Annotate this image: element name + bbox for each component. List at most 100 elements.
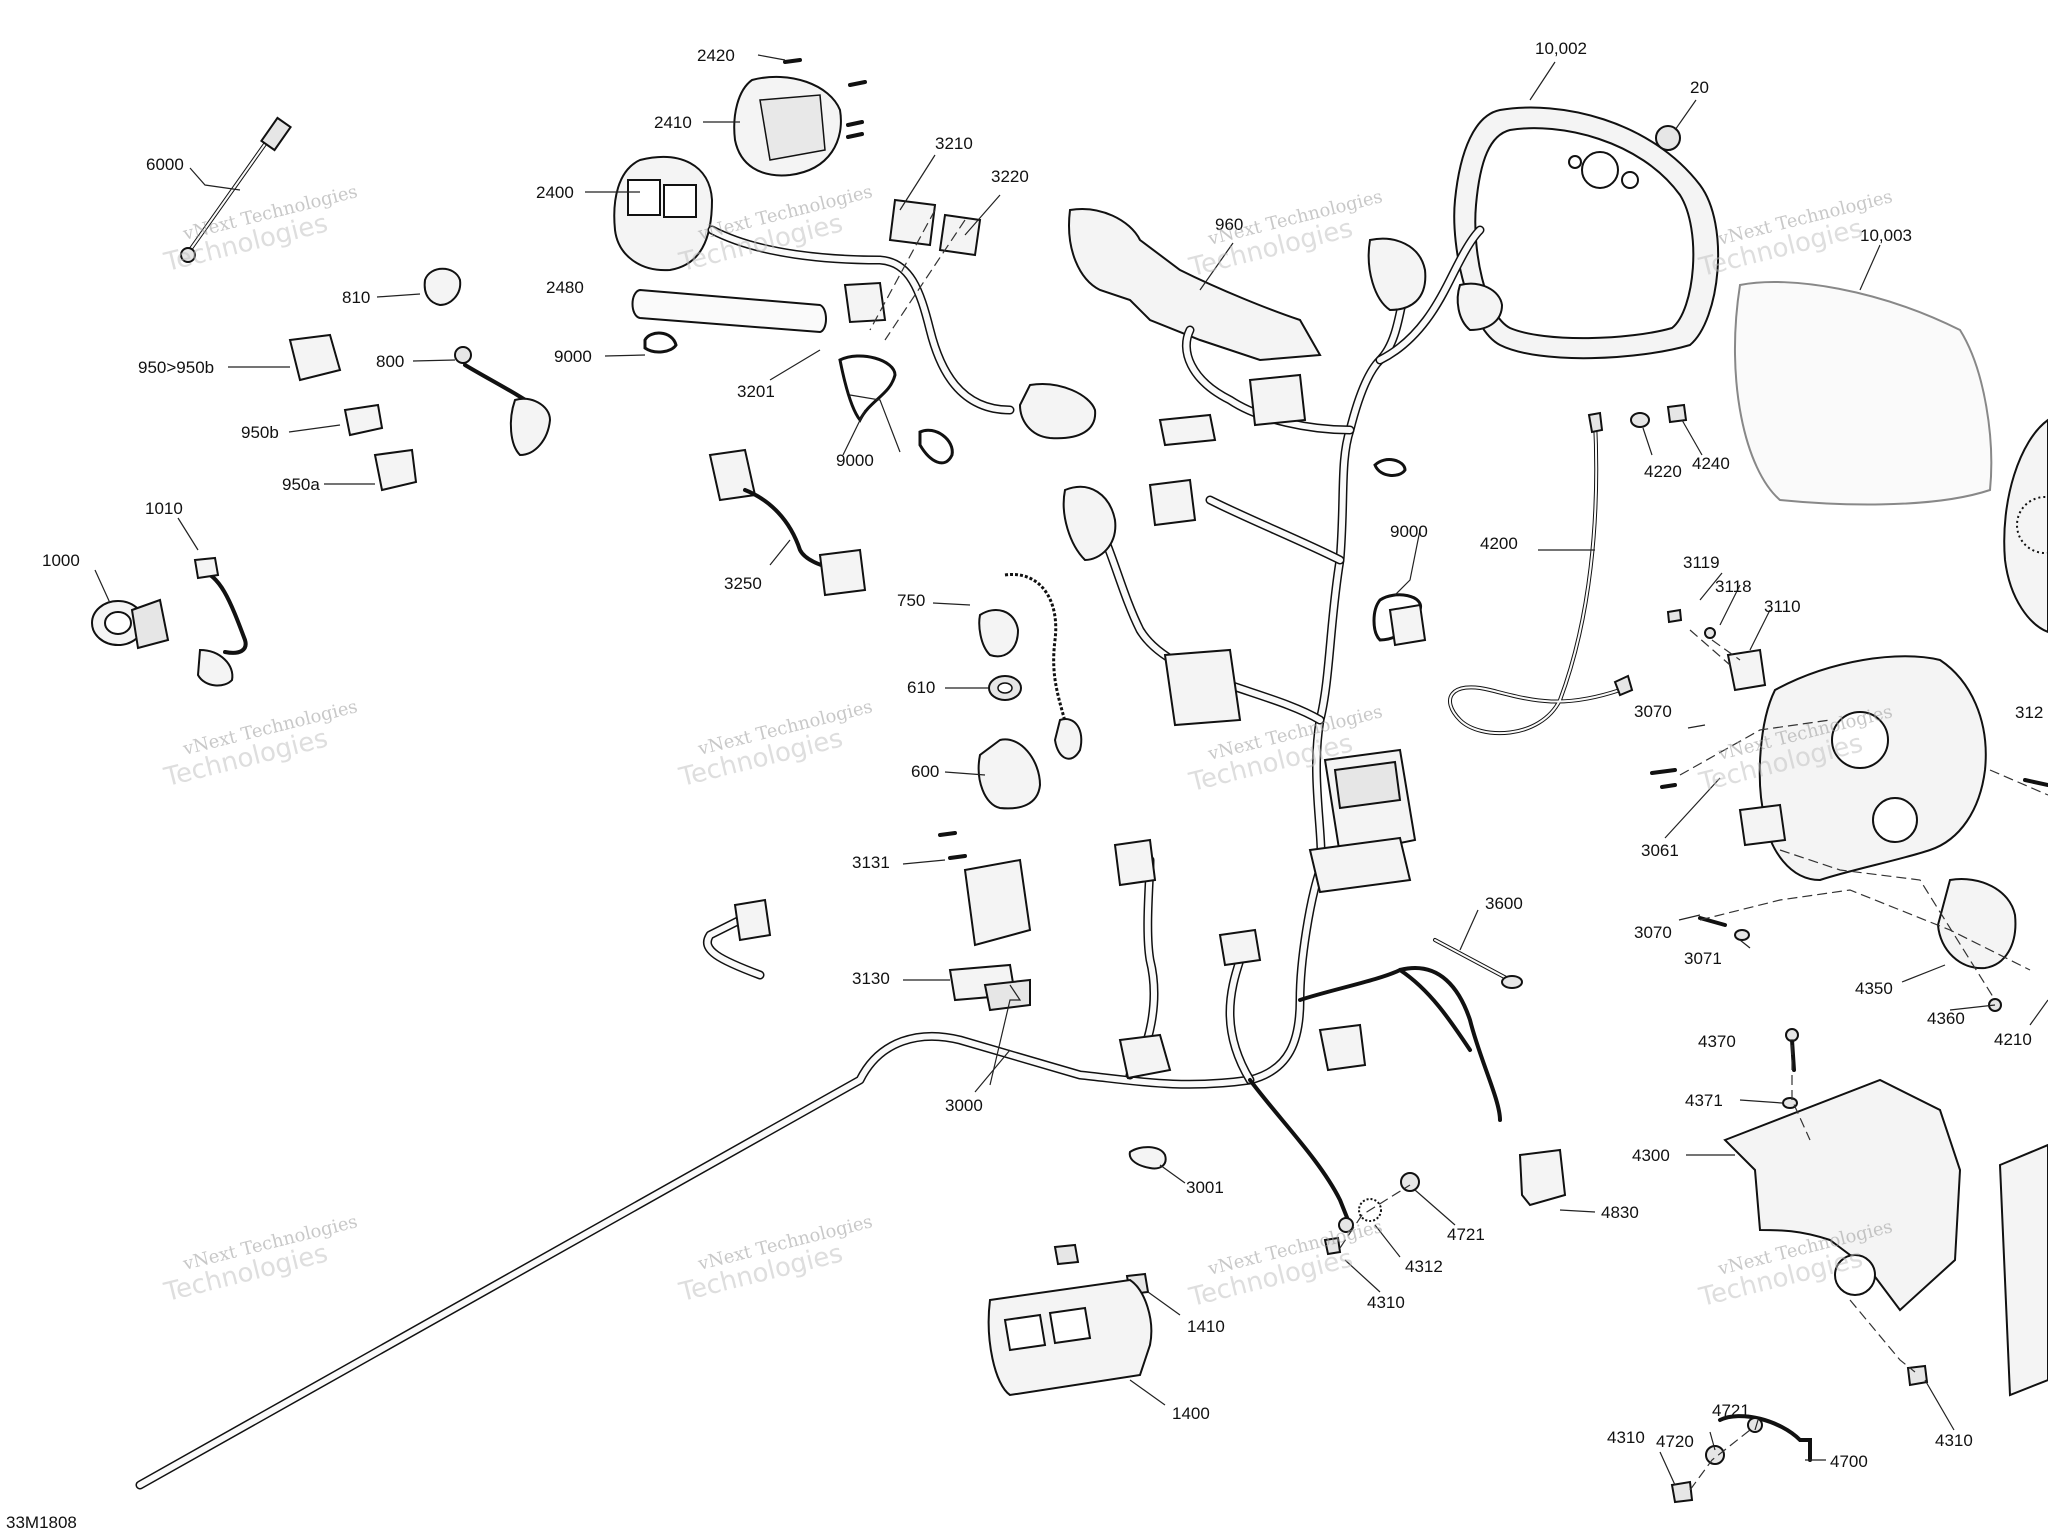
socket-harness-part [193,556,248,687]
callout-3220: 3220 [991,167,1029,186]
callout-2410: 2410 [654,113,692,132]
callout-10003: 10,003 [1860,226,1912,245]
callout-4721-b: 4721 [1712,1401,1750,1420]
watermark-10: vNext Technologies Technologies [675,1211,874,1308]
callout-312: 312 [2015,703,2043,722]
callout-3070-b: 3070 [1634,923,1672,942]
callout-4700: 4700 [1830,1452,1868,1471]
callout-950a: 950a [282,475,320,494]
callout-3600: 3600 [1485,894,1523,913]
callout-950b: 950b [241,423,279,442]
mounting-bracket-part [1068,208,1322,362]
callout-810: 810 [342,288,370,307]
callout-4220: 4220 [1644,462,1682,481]
callout-4360: 4360 [1927,1009,1965,1028]
sensor-rod-part [1433,938,1523,989]
callout-3118: 3118 [1715,577,1752,596]
watermark-1: vNext Technologies Technologies [160,181,359,278]
callout-3250: 3250 [724,574,762,593]
watermark-5: vNext Technologies Technologies [160,696,359,793]
ring-part [988,675,1022,701]
cap-part [1655,125,1681,151]
callout-2480: 2480 [546,278,584,297]
callout-3201: 3201 [737,382,775,401]
power-socket-part [91,598,170,650]
callout-4350: 4350 [1855,979,1893,998]
callout-3000: 3000 [945,1096,983,1115]
callout-4312: 4312 [1405,1257,1443,1276]
callout-1410: 1410 [1187,1317,1225,1336]
screw-set-part [938,831,967,860]
fastener-part [1323,1172,1420,1256]
callout-10002: 10,002 [1535,39,1587,58]
gauge-lens-part [1734,281,1993,506]
callout-20: 20 [1690,78,1709,97]
mounting-plate-part [1723,1028,2048,1397]
callout-4240: 4240 [1692,454,1730,473]
callout-4720: 4720 [1656,1432,1694,1451]
callout-960: 960 [1215,215,1243,234]
sensor-probe-part [180,116,292,263]
bolt-set-part [1650,768,2048,941]
control-module-part [987,1278,1153,1397]
callout-3061: 3061 [1641,841,1679,860]
callout-4200: 4200 [1480,534,1518,553]
callout-1400: 1400 [1172,1404,1210,1423]
callout-2420: 2420 [697,46,735,65]
fuse-box-part [1308,748,1417,894]
callout-4721-a: 4721 [1447,1225,1485,1244]
watermark-3: vNext Technologies Technologies [1185,186,1384,283]
harness-connector-part [708,448,867,597]
assembly-lines [869,209,2048,1491]
harness-connector-part [454,346,552,457]
tether-switch-part [977,738,1042,810]
sensor-module-part [1666,608,1767,692]
callout-800: 800 [376,352,404,371]
tether-lanyard-part [978,572,1083,760]
callout-9000-c: 9000 [1390,522,1428,541]
callout-3110: 3110 [1764,597,1801,616]
main-wiring-harness-part [135,225,1502,1490]
leader-lines [94,54,2048,1486]
harness-connectors-part [733,237,1504,1080]
callout-3130: 3130 [852,969,890,988]
callout-750: 750 [897,591,925,610]
relay-part [888,198,982,257]
gauge-edge-part [2003,418,2048,634]
callout-4830: 4830 [1601,1203,1639,1222]
callout-4210: 4210 [1994,1030,2032,1049]
callout-labels: 2420 2410 2400 6000 810 2480 9000 950>95… [6,39,2043,1532]
callout-610: 610 [907,678,935,697]
callout-4370: 4370 [1698,1032,1736,1051]
watermark-6: vNext Technologies Technologies [675,696,874,793]
watermark-9: vNext Technologies Technologies [160,1211,359,1308]
callout-3210: 3210 [935,134,973,153]
cable-tie-part [643,331,1422,642]
terminal-boot-part [1518,1148,1567,1207]
callout-4300: 4300 [1632,1146,1670,1165]
callout-2400: 2400 [536,183,574,202]
callout-3071: 3071 [1684,949,1722,968]
callout-9000-b: 9000 [836,451,874,470]
callout-1010: 1010 [145,499,183,518]
switch-harness-part [707,225,1097,440]
callout-4310-a: 4310 [1367,1293,1405,1312]
gauge-bracket-part [1738,655,1987,882]
callout-3070-a: 3070 [1634,702,1672,721]
callout-6000: 6000 [146,155,184,174]
callout-4310-b: 4310 [1607,1428,1645,1447]
ground-cable-part [1448,411,1634,736]
gauge-bezel-part [1453,106,1720,360]
callout-9000-a: 9000 [554,347,592,366]
diagram-code: 33M1808 [6,1513,77,1532]
callout-4310-c: 4310 [1935,1431,1973,1450]
callout-950-950b: 950>950b [138,358,214,377]
nut-washer-part [1630,403,1688,428]
callout-600: 600 [911,762,939,781]
handlebar-switch-part [613,155,714,272]
callout-3001: 3001 [1186,1178,1224,1197]
callout-3119: 3119 [1683,553,1720,572]
speed-sensor-part [1936,878,2017,1012]
screw-set-part [783,58,867,139]
